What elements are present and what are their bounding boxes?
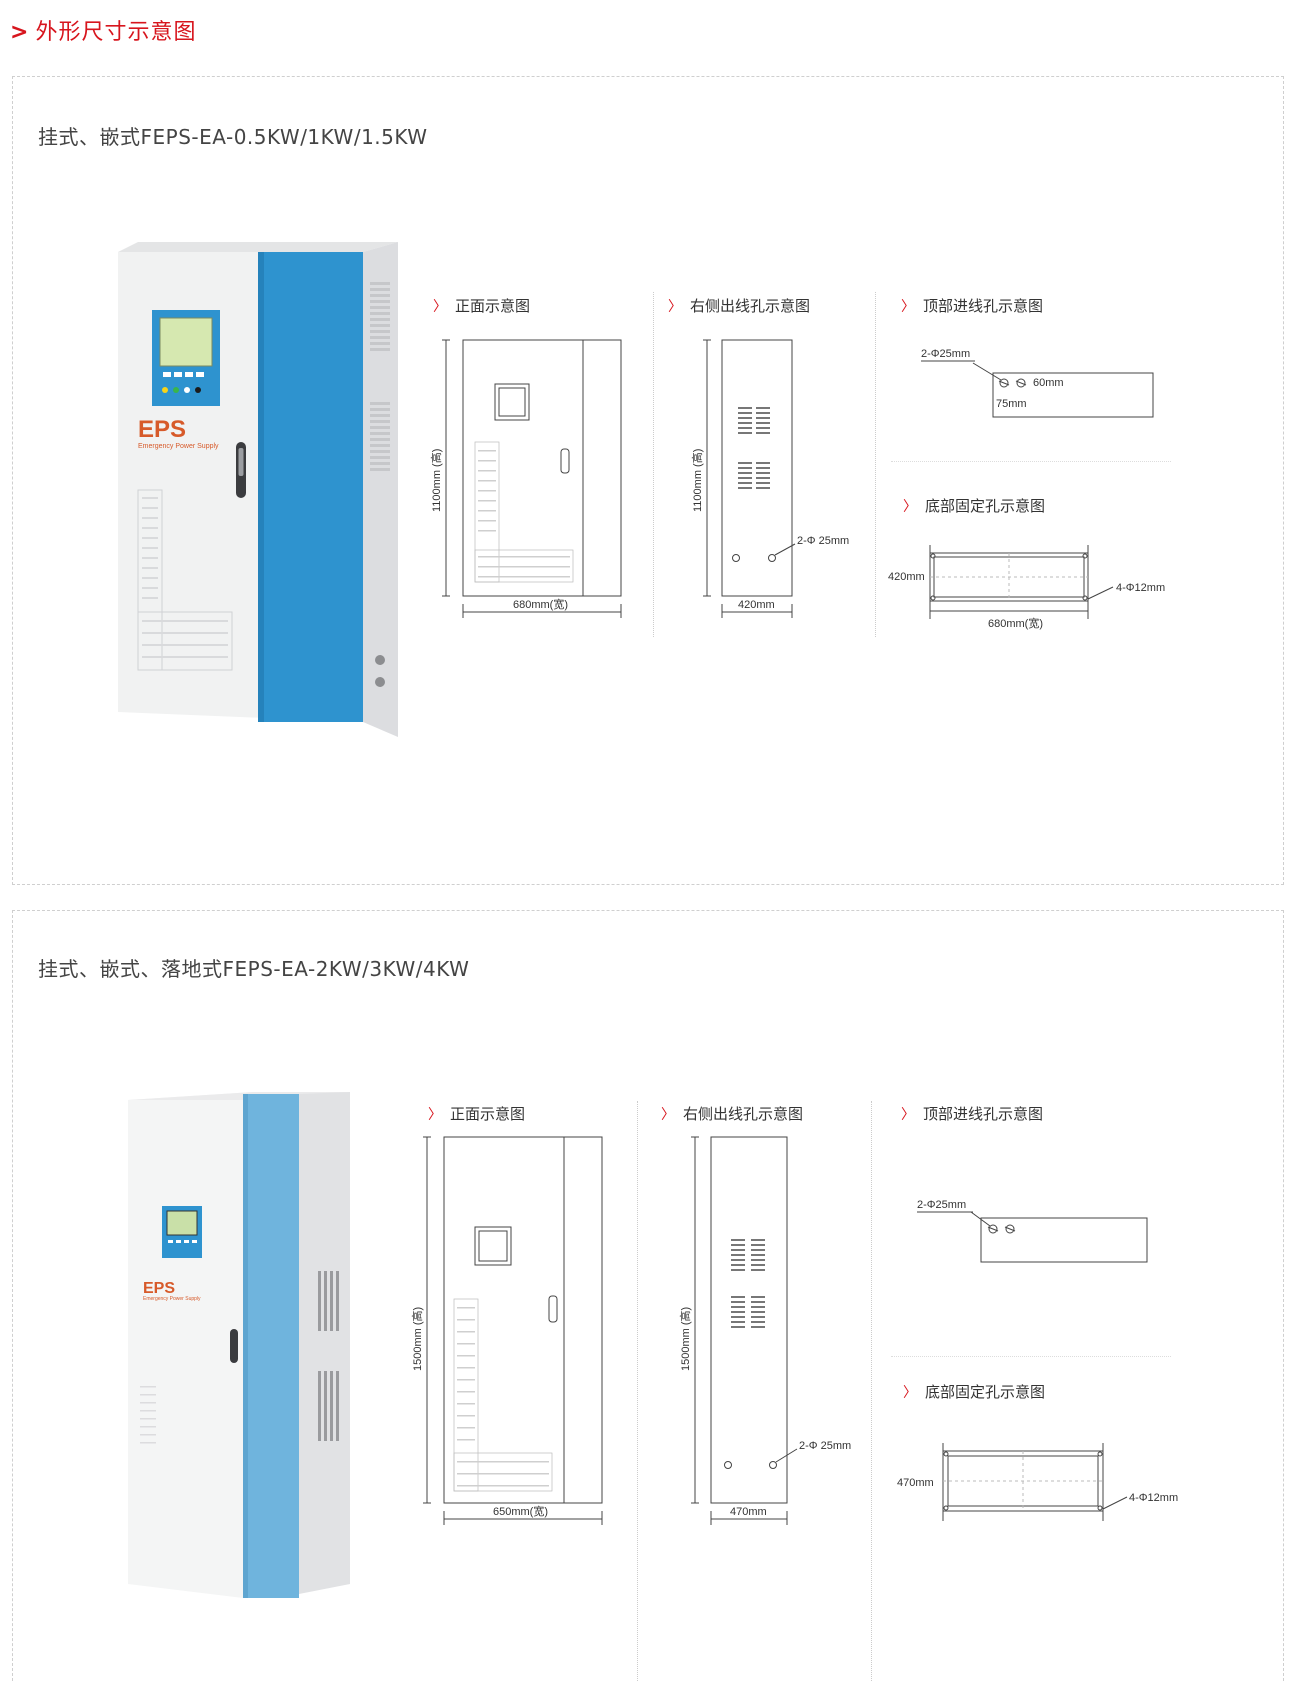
chevron-right-icon: 〉 [903, 499, 917, 515]
front-width-dim: 680mm(宽) [513, 597, 568, 611]
bottom-view-label: 〉底部固定孔示意图 [903, 1383, 1046, 1401]
side-view-drawing: 1500mm (高) 470mm 2-Φ 25mm [678, 1136, 851, 1525]
front-view-drawing: 1500mm (高) 650mm(宽) [411, 1136, 603, 1525]
side-holes-dim: 2-Φ 25mm [799, 1440, 851, 1452]
side-view-label: 〉右侧出线孔示意图 [661, 1105, 804, 1123]
front-height-dim: 1500mm (高) [411, 1307, 424, 1371]
cabinet-tagline: Emergency Power Supply [143, 1296, 201, 1302]
bottom-view-label: 〉底部固定孔示意图 [903, 497, 1046, 515]
top-holes-dim: 2-Φ25mm [917, 1199, 966, 1211]
top-view-drawing: 2-Φ25mm 60mm 75mm [921, 348, 1154, 418]
front-view-drawing: 1100mm (高) 680mm(宽) [429, 339, 622, 618]
chevron-right-icon: 〉 [428, 1107, 442, 1123]
divider [637, 1101, 639, 1681]
cabinet-photo: EPS Emergency Power Supply [128, 1092, 350, 1598]
model-title: 挂式、嵌式FEPS-EA-0.5KW/1KW/1.5KW [38, 125, 428, 149]
chevron-right-icon: 〉 [661, 1107, 675, 1123]
front-height-dim: 1100mm (高) [429, 449, 443, 512]
front-width-dim: 650mm(宽) [493, 1504, 548, 1518]
cabinet-tagline: Emergency Power Supply [138, 443, 219, 450]
bottom-width-dim: 680mm(宽) [988, 616, 1043, 630]
side-height-dim: 1100mm (高) [690, 449, 704, 512]
front-view-label: 〉正面示意图 [428, 1105, 526, 1123]
model-title: 挂式、嵌式、落地式FEPS-EA-2KW/3KW/4KW [38, 957, 470, 981]
side-width-dim: 420mm [738, 599, 775, 611]
bottom-view-drawing: 470mm 4-Φ12mm [897, 1443, 1178, 1521]
chevron-right-icon: 〉 [433, 299, 447, 315]
bottom-view-drawing: 420mm 4-Φ12mm 680mm(宽) [888, 545, 1165, 630]
top-view-label: 〉顶部进线孔示意图 [901, 1105, 1044, 1123]
section-title-text: 外形尺寸示意图 [35, 20, 197, 45]
cabinet-brand: EPS [138, 416, 186, 443]
side-height-dim: 1500mm (高) [678, 1307, 692, 1371]
divider [871, 1101, 873, 1681]
front-view-label: 〉正面示意图 [433, 297, 531, 315]
chevron-right-icon: 〉 [903, 1385, 917, 1401]
chevron-right-icon: 〉 [901, 299, 915, 315]
bottom-depth-dim: 470mm [897, 1477, 934, 1489]
chevron-right-icon: > [10, 20, 30, 45]
side-holes-dim: 2-Φ 25mm [797, 535, 849, 547]
chevron-right-icon: 〉 [901, 1107, 915, 1123]
top-holes-dim: 2-Φ25mm [921, 348, 970, 360]
section-title: >外形尺寸示意图 [10, 14, 196, 46]
cabinet-brand: EPS [143, 1280, 175, 1297]
top-view-label: 〉顶部进线孔示意图 [901, 297, 1044, 315]
product-panel-2: 挂式、嵌式、落地式FEPS-EA-2KW/3KW/4KW EPS Emergen… [12, 910, 1284, 1681]
divider [891, 1356, 1171, 1358]
bottom-holes-dim: 4-Φ12mm [1116, 582, 1165, 594]
chevron-right-icon: 〉 [668, 299, 682, 315]
bottom-holes-dim: 4-Φ12mm [1129, 1492, 1178, 1504]
side-view-label: 〉右侧出线孔示意图 [668, 297, 811, 315]
divider [875, 292, 877, 637]
product-panel-1: 挂式、嵌式FEPS-EA-0.5KW/1KW/1.5KW EPS Emergen… [12, 76, 1284, 885]
cabinet-photo: EPS Emergency Power Supply [118, 242, 398, 737]
top-dim-b: 75mm [996, 398, 1027, 410]
divider [891, 461, 1171, 463]
side-width-dim: 470mm [730, 1506, 767, 1518]
top-view-drawing: 2-Φ25mm [917, 1199, 1148, 1263]
side-view-drawing: 1100mm (高) 420mm 2-Φ 25mm [690, 339, 849, 618]
bottom-depth-dim: 420mm [888, 571, 925, 583]
divider [653, 292, 655, 637]
top-dim-a: 60mm [1033, 377, 1064, 389]
